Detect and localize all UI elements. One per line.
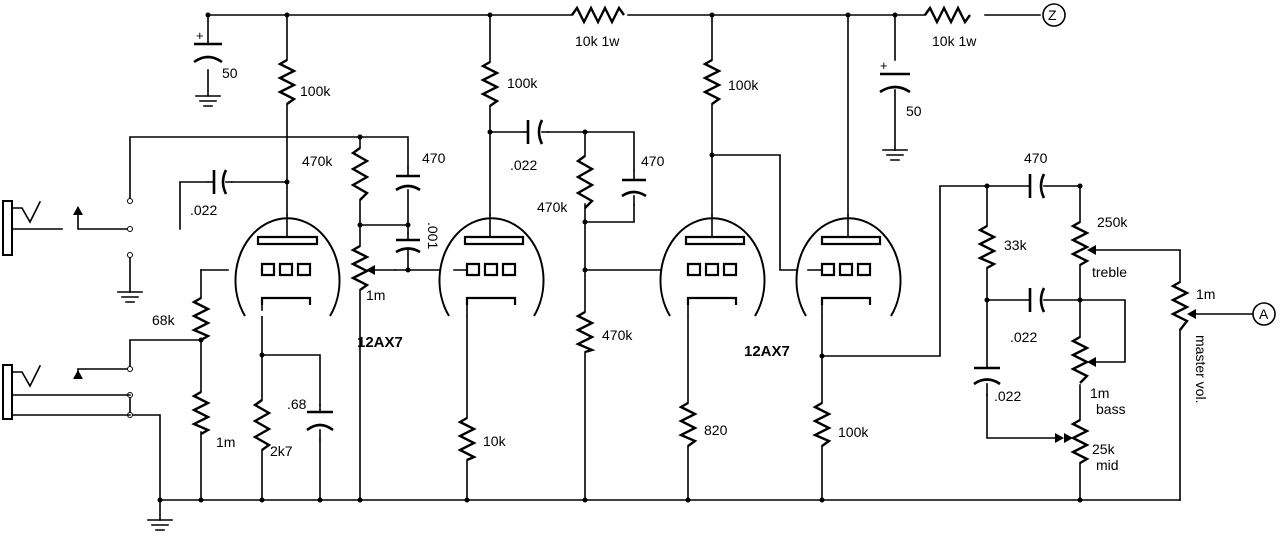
resistor-68k: [191, 296, 211, 342]
label-pot-1m-vol: 1m: [366, 287, 385, 303]
label-c-470-c: 470: [1024, 150, 1048, 166]
terminal-a-label: A: [1259, 306, 1269, 322]
label-r2-10k-1w: 10k 1w: [932, 33, 977, 49]
terminal-z: Z: [1042, 3, 1066, 27]
cap-022-input: [207, 169, 233, 195]
pot-250k-treble: [1070, 220, 1096, 267]
cap-470-b: [621, 169, 647, 206]
ground-symbol-b: [882, 149, 908, 161]
cap-001: [395, 232, 421, 254]
label-r-820: 820: [704, 422, 728, 438]
wires: [77, 14, 1253, 521]
tube-v2a: [659, 214, 766, 317]
svg-text:+: +: [880, 58, 888, 73]
label-c-022-c: .022: [1010, 329, 1037, 345]
resistor-33k: [977, 224, 997, 270]
resistor-100k-v1a: [277, 58, 297, 105]
cap-022-tone-bass: [973, 366, 1064, 443]
label-r-100k-a: 100k: [300, 83, 331, 99]
resistor-r2-10k-1w: [924, 5, 971, 25]
resistor-470k-b: [575, 155, 595, 209]
label-c-022-d: .022: [994, 388, 1021, 404]
pot-1m-master-volume: [1170, 280, 1196, 331]
label-r-33k: 33k: [1004, 237, 1028, 253]
label-r-2k7: 2k7: [270, 443, 293, 459]
resistor-100k-v1b: [480, 60, 500, 107]
label-treble: treble: [1092, 264, 1127, 280]
label-c-470-b: 470: [641, 153, 665, 169]
cap-470-a: [395, 167, 421, 192]
cap-68-cathode: [306, 404, 334, 441]
pot-1m-bass: [1070, 335, 1096, 384]
ground-symbol-c: [117, 291, 143, 303]
label-mid: mid: [1096, 457, 1119, 473]
label-c-50-b: 50: [906, 103, 922, 119]
resistor-470k-c: [575, 310, 596, 354]
resistor-r1-10k-1w: [571, 5, 625, 25]
ground-symbol-a: [195, 95, 221, 107]
cap-022-coupling-a: [523, 119, 549, 145]
terminal-a: A: [1252, 302, 1276, 326]
resistor-1m: [191, 390, 211, 436]
component-labels: 10k 1w 10k 1w 50 50 100k 100k 100k 100k …: [152, 33, 1215, 473]
label-c-001: .001: [425, 222, 441, 249]
ground-symbol-d: [147, 519, 173, 531]
label-r-470k-b: 470k: [537, 199, 568, 215]
label-tube-a: 12AX7: [357, 334, 403, 351]
resistor-10k: [457, 416, 477, 462]
resistor-2k7: [252, 399, 272, 451]
tube-v2b: [795, 214, 902, 317]
resistor-100k-v2b-cathode: [812, 401, 832, 447]
tube-v1a: [234, 214, 341, 317]
resistor-820: [678, 401, 698, 447]
svg-text:+: +: [196, 28, 204, 43]
label-r1-10k-1w: 10k 1w: [575, 33, 620, 49]
resistor-470k-a: [350, 147, 370, 201]
label-r-470k-c: 470k: [602, 327, 633, 343]
cap-470-tone: [1028, 173, 1046, 199]
pot-1m-volume: [350, 244, 396, 291]
input-jack-2: [2, 364, 131, 420]
resistor-100k-v2a: [702, 58, 722, 105]
label-c-50-a: 50: [222, 65, 238, 81]
label-c-022-b: .022: [510, 157, 537, 173]
label-r-100k-b: 100k: [507, 75, 538, 91]
label-pot-master: 1m: [1196, 286, 1215, 302]
label-r-10k: 10k: [483, 433, 507, 449]
cap-50-filter-a: +: [193, 28, 223, 64]
label-c-022-a: .022: [190, 202, 217, 218]
label-r-100k-c: 100k: [728, 77, 759, 93]
label-r-1m: 1m: [216, 434, 235, 450]
input-jack-1: [2, 200, 83, 256]
label-r-100k-d: 100k: [838, 424, 869, 440]
label-c-68: .68: [287, 396, 307, 412]
tube-v1b: [438, 214, 545, 317]
pot-25k-mid: [1064, 418, 1090, 465]
label-pot-250k: 250k: [1097, 214, 1128, 230]
terminal-z-label: Z: [1048, 7, 1057, 23]
junction-dots: [127, 12, 1083, 503]
label-c-470-a: 470: [422, 150, 446, 166]
cap-50-filter-b: +: [879, 58, 911, 94]
label-r-470k-a: 470k: [302, 153, 333, 169]
cap-022-tone-mid: [1028, 287, 1046, 313]
label-pot-25k: 25k: [1092, 441, 1116, 457]
label-master-vol: master vol.: [1193, 335, 1209, 403]
label-bass: bass: [1096, 401, 1126, 417]
label-pot-1m-bass: 1m: [1090, 385, 1109, 401]
label-r-68k: 68k: [152, 312, 176, 328]
label-tube-b: 12AX7: [744, 343, 790, 360]
